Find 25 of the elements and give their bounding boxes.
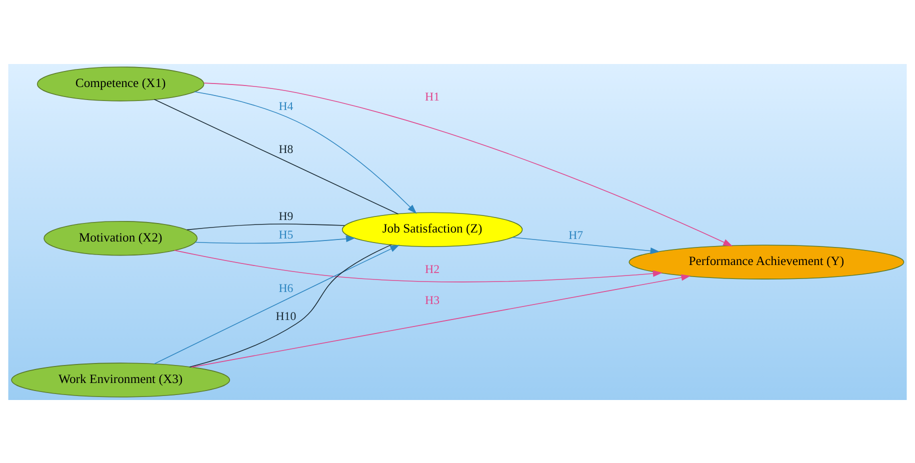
arrow: [154, 244, 400, 364]
arrow: [194, 90, 417, 214]
edge-label: H3: [425, 292, 440, 307]
edge-label: H7: [568, 228, 584, 242]
arrow: [512, 236, 660, 254]
arrow: [204, 82, 733, 246]
edge-label: H2: [425, 262, 440, 276]
edge-label: H6: [278, 280, 294, 295]
connector: [189, 244, 392, 367]
arrow: [191, 274, 691, 368]
node-ellipse: Performance Achievement (Y): [628, 244, 904, 279]
node-ellipse: Job Satisfaction (Z): [342, 212, 523, 246]
arrow: [194, 235, 356, 244]
edge-label: H8: [278, 141, 294, 156]
connector: [154, 98, 399, 214]
edge-label: H4: [278, 98, 294, 113]
connector: [186, 223, 345, 230]
edge-label: H5: [278, 226, 294, 241]
arrow: [174, 249, 662, 282]
edge-label: H9: [278, 208, 294, 223]
edge-label: H1: [425, 89, 440, 104]
node-ellipse: Motivation (X2): [44, 220, 198, 256]
edge-label: H10: [276, 308, 296, 322]
node-ellipse: Competence (X1): [36, 66, 204, 101]
node-ellipse: Work Environment (X3): [11, 362, 230, 397]
